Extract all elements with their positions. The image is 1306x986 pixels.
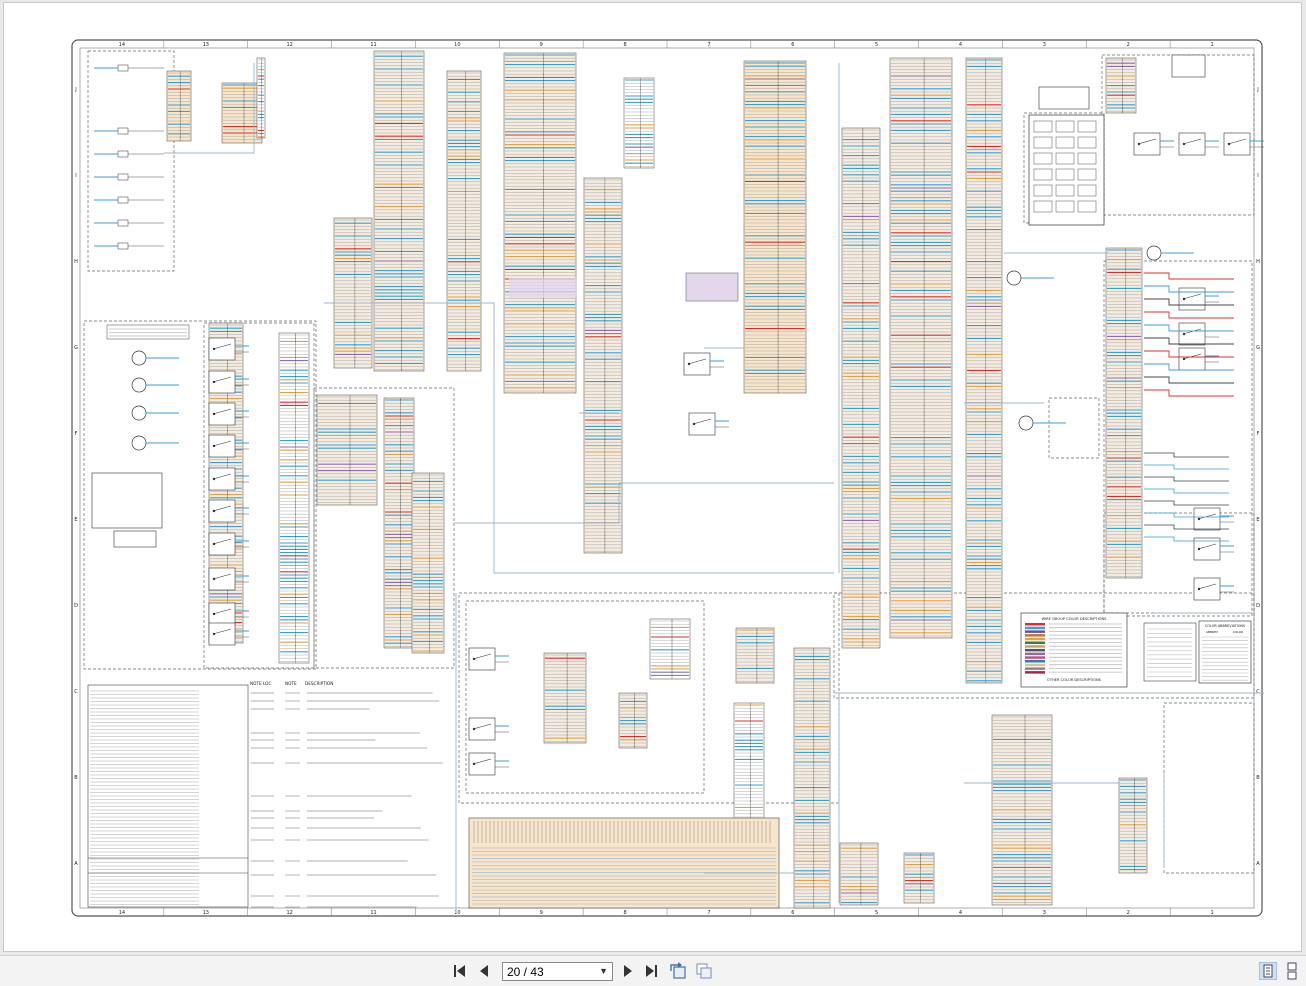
column-label: 3 — [1043, 910, 1046, 916]
column-label: 13 — [203, 42, 209, 48]
page-number-value: 20 / 43 — [507, 965, 544, 979]
copy-pages-icon[interactable] — [695, 962, 713, 980]
row-label: G — [1256, 345, 1260, 351]
row-label: C — [74, 689, 78, 695]
column-label: 6 — [791, 42, 794, 48]
row-label: H — [1256, 259, 1260, 265]
column-label: 8 — [623, 910, 626, 916]
column-label: 14 — [119, 910, 125, 916]
column-label: 11 — [370, 42, 376, 48]
row-label: E — [74, 517, 77, 523]
column-label: 1 — [1210, 42, 1213, 48]
row-label: J — [1256, 87, 1258, 93]
row-label: J — [74, 87, 76, 93]
column-label: 5 — [875, 42, 878, 48]
row-label: E — [1256, 517, 1259, 523]
continuous-view-icon[interactable] — [1283, 962, 1301, 980]
other-color-legend-title: OTHER COLOR DESCRIPTIONS — [1047, 678, 1102, 682]
next-page-icon[interactable] — [619, 962, 637, 980]
notes-note-header: NOTE — [285, 681, 297, 686]
schematic-wires — [94, 63, 1264, 913]
row-label: I — [1257, 173, 1258, 179]
wire-group-legend-title: WIRE GROUP COLOR DESCRIPTIONS — [1042, 617, 1108, 621]
column-label: 9 — [540, 42, 543, 48]
viewer-toolbar: 20 / 43 ▼ — [0, 955, 1306, 986]
column-label: 13 — [203, 910, 209, 916]
row-label: A — [1256, 861, 1260, 867]
row-label: C — [1256, 689, 1260, 695]
row-index-labels: J J I I H H G G F F E E D D C C B B A A — [74, 87, 1260, 867]
first-page-icon[interactable] — [451, 962, 469, 980]
schematic-blocks — [83, 50, 1255, 909]
row-label: D — [74, 603, 78, 609]
color-col-header: COLOR — [1233, 630, 1243, 634]
row-label: A — [74, 861, 78, 867]
row-label: B — [1256, 775, 1260, 781]
column-label: 12 — [286, 910, 292, 916]
notes-table: NOTE LOC NOTE DESCRIPTION — [87, 681, 443, 908]
column-label: 1 — [1210, 910, 1213, 916]
column-label: 5 — [875, 910, 878, 916]
column-label: 11 — [370, 910, 376, 916]
column-label: 4 — [959, 910, 962, 916]
column-label: 7 — [707, 42, 710, 48]
row-label: I — [75, 173, 76, 179]
column-label: 2 — [1127, 42, 1130, 48]
row-label: F — [75, 431, 78, 437]
column-label: 6 — [791, 910, 794, 916]
column-label: 8 — [623, 42, 626, 48]
previous-page-icon[interactable] — [475, 962, 493, 980]
color-abbreviations-title: COLOR ABBREVIATIONS — [1205, 624, 1245, 628]
last-page-icon[interactable] — [642, 962, 660, 980]
column-label: 12 — [286, 42, 292, 48]
column-label: 3 — [1043, 42, 1046, 48]
row-label: F — [1257, 431, 1260, 437]
column-label: 10 — [454, 910, 460, 916]
row-label: B — [74, 775, 78, 781]
chevron-down-icon: ▼ — [599, 966, 608, 976]
column-label: 14 — [119, 42, 125, 48]
abbrev-col-header: ABBREV — [1206, 630, 1219, 634]
single-page-view-icon[interactable] — [1259, 962, 1277, 980]
notes-description-header: DESCRIPTION — [305, 681, 333, 686]
row-label: H — [74, 259, 78, 265]
column-label: 7 — [707, 910, 710, 916]
rotate-view-icon[interactable] — [669, 962, 687, 980]
page-number-select[interactable]: 20 / 43 ▼ — [502, 962, 613, 981]
column-label: 9 — [540, 910, 543, 916]
row-label: D — [1256, 603, 1260, 609]
column-label: 2 — [1127, 910, 1130, 916]
row-label: G — [74, 345, 78, 351]
notes-loc-header: NOTE LOC — [250, 681, 271, 686]
column-label: 4 — [959, 42, 962, 48]
column-label: 10 — [454, 42, 460, 48]
color-legends: WIRE GROUP COLOR DESCRIPTIONS OTHER COLO… — [1020, 612, 1252, 688]
